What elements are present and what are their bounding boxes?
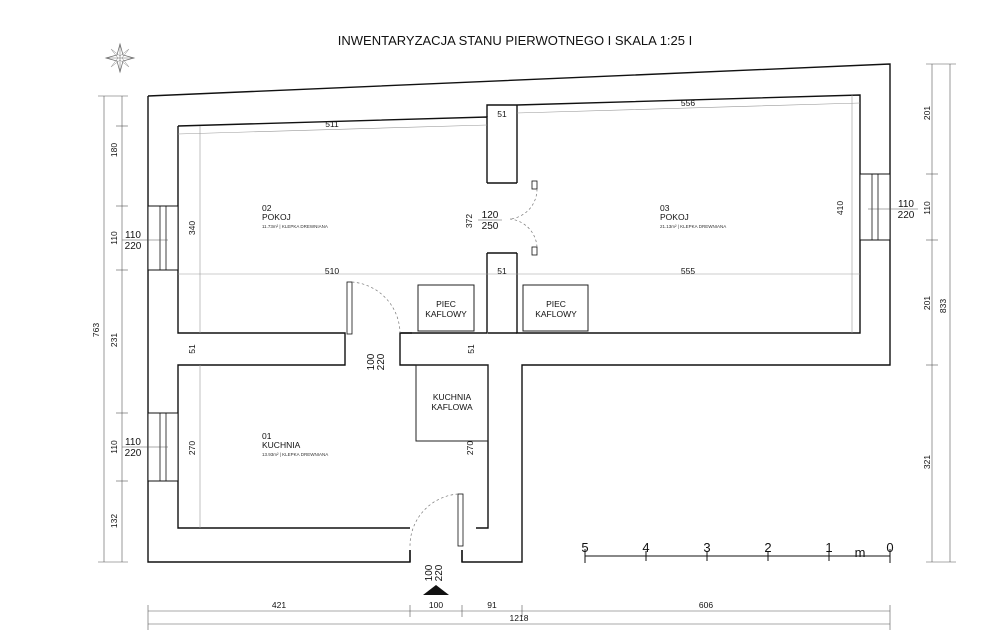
room-02-name: POKOJ (262, 212, 291, 222)
right-chain-4: 321 (922, 455, 932, 469)
stove-2-line2: KAFLOWY (535, 309, 577, 319)
door-between-width: 120 (482, 210, 499, 221)
dim-wall-mid: 51 (466, 344, 476, 354)
room-02-number: 02 (262, 203, 272, 213)
scale-label-2: 2 (764, 540, 771, 555)
door-entry-width: 100 (424, 564, 435, 581)
right-chain-3: 201 (922, 296, 932, 310)
dim-mid-mid: 51 (497, 266, 507, 276)
dim-kitchen-height: 270 (187, 441, 197, 455)
dim-top-right: 556 (681, 98, 695, 108)
plan-title: INWENTARYZACJA STANU PIERWOTNEGO I SKALA… (338, 33, 692, 48)
left-chain-1: 180 (109, 143, 119, 157)
dim-kitchen-height-right: 270 (465, 441, 475, 455)
stove-3-line2: KAFLOWA (431, 402, 473, 412)
inner-walls (177, 94, 861, 529)
door-hall-height: 220 (376, 353, 387, 370)
dim-room02-height: 340 (187, 221, 197, 235)
win-right-width: 110 (898, 199, 914, 210)
room-01-name: KUCHNIA (262, 440, 301, 450)
room-01-area: 13.93m² | KLEPKA DREWNIANA (262, 452, 328, 457)
room-02-area: 11.73m² | KLEPKA DREWNIANA (262, 224, 328, 229)
scale-label-1: 1 (825, 540, 832, 555)
door-entry (409, 493, 464, 547)
scale-label-3: 3 (703, 540, 710, 555)
dim-top-mid: 51 (497, 109, 507, 119)
dim-partition-height: 372 (464, 214, 474, 228)
win-left-bottom-width: 110 (125, 437, 141, 448)
finish-lines (177, 95, 861, 528)
scale-label-0: 0 (886, 540, 893, 555)
right-chain-2: 110 (922, 201, 932, 215)
room-03-number: 03 (660, 203, 670, 213)
scale-unit: m (855, 545, 866, 560)
left-total: 763 (91, 323, 101, 337)
win-right-height: 220 (898, 210, 915, 221)
door-entry-height: 220 (434, 564, 445, 581)
room-03-name: POKOJ (660, 212, 689, 222)
dim-wall-left: 51 (187, 344, 197, 354)
scale-bar (584, 549, 891, 563)
win-left-bottom-height: 220 (125, 448, 142, 459)
left-chain-2: 110 (109, 231, 119, 245)
right-chain-1: 201 (922, 106, 932, 120)
left-chain-4: 110 (109, 440, 119, 454)
stove-1-line1: PIEC (436, 299, 456, 309)
stove-3-line1: KUCHNIA (433, 392, 472, 402)
left-chain-3: 231 (109, 333, 119, 347)
bottom-chain-1: 421 (272, 600, 286, 610)
scale-label-4: 4 (642, 540, 649, 555)
stove-box-3 (415, 364, 489, 442)
window-right (859, 173, 891, 241)
entry-arrow-icon (423, 585, 449, 595)
stove-1-line2: KAFLOWY (425, 309, 467, 319)
bottom-chain-3: 91 (487, 600, 497, 610)
dim-mid-right: 555 (681, 266, 695, 276)
right-dimension-lines (926, 63, 956, 563)
room-03-area: 21.13m² | KLEPKA DREWNIANA (660, 224, 726, 229)
bottom-dimension-lines (147, 605, 891, 630)
outer-wall (147, 63, 891, 563)
win-left-top-width: 110 (125, 230, 141, 241)
door-between-height: 250 (482, 221, 499, 232)
stove-box-1 (417, 284, 475, 332)
door-hall (346, 281, 401, 335)
door-between-rooms (509, 180, 538, 256)
compass-rose-icon (104, 42, 136, 74)
stove-2-line1: PIEC (546, 299, 566, 309)
room-01-number: 01 (262, 431, 272, 441)
left-chain-5: 132 (109, 514, 119, 528)
bottom-chain-2: 100 (429, 600, 443, 610)
dim-mid-left: 510 (325, 266, 339, 276)
bottom-chain-4: 606 (699, 600, 713, 610)
right-total: 833 (938, 299, 948, 313)
win-left-top-height: 220 (125, 241, 142, 252)
door-hall-width: 100 (366, 353, 377, 370)
dim-top-left: 511 (325, 119, 339, 129)
scale-label-5: 5 (581, 540, 588, 555)
window-left-top (147, 205, 179, 271)
dim-room03-height: 410 (835, 201, 845, 215)
left-dimension-lines (98, 95, 128, 563)
bottom-total: 1218 (510, 613, 529, 623)
stove-box-2 (522, 284, 589, 332)
